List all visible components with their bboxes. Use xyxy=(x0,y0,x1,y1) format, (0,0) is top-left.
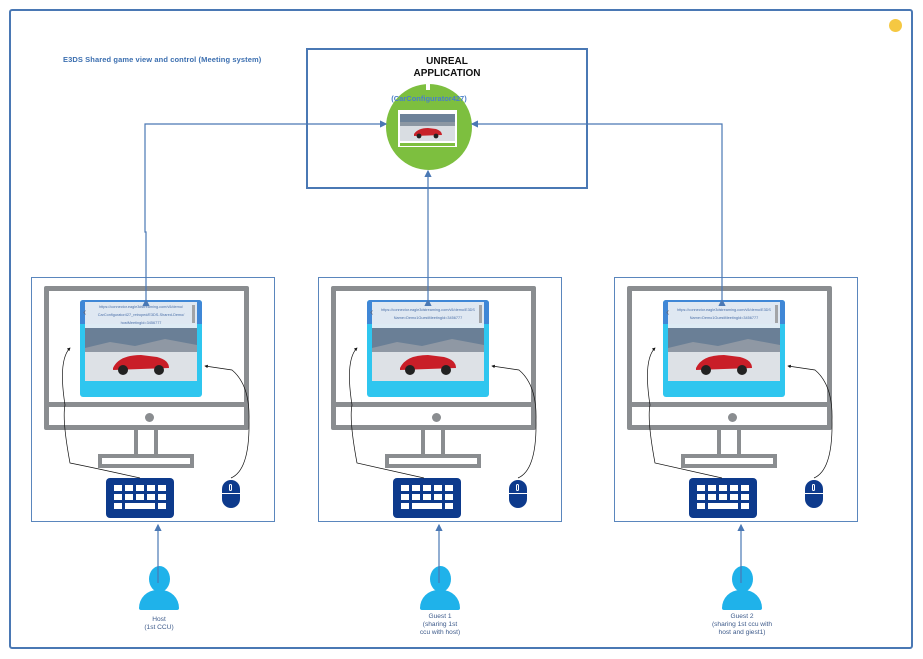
user-icon-host xyxy=(139,566,179,612)
monitor-stand xyxy=(421,430,445,456)
app-title-line2: APPLICATION xyxy=(413,68,481,79)
station-guest1: https://connector.eagle3dstreaming.com/v… xyxy=(318,277,562,522)
browser-url[interactable]: https://connector.eagle3dstreaming.com/v… xyxy=(97,305,185,325)
circle-notch xyxy=(426,82,430,90)
application-preview xyxy=(398,110,457,147)
browser-screen[interactable]: https://connector.eagle3dstreaming.com/v… xyxy=(80,300,202,397)
monitor-camera xyxy=(145,413,154,422)
monitor-stand xyxy=(134,430,158,456)
keyboard-icon xyxy=(106,478,174,518)
back-arrow-icon[interactable]: ‹ xyxy=(83,307,87,318)
app-title-line1: UNREAL xyxy=(426,56,468,67)
user-icon-guest1 xyxy=(420,566,460,612)
monitor-base xyxy=(681,454,777,468)
monitor-camera xyxy=(728,413,737,422)
unreal-application-title: UNREAL APPLICATION xyxy=(306,56,588,80)
mouse-icon xyxy=(222,480,240,508)
application-name: (CarConfigurator427) xyxy=(391,94,467,103)
monitor-base xyxy=(98,454,194,468)
station-host: https://connector.eagle3dstreaming.com/v… xyxy=(31,277,275,522)
monitor-camera xyxy=(432,413,441,422)
back-arrow-icon[interactable]: ‹ xyxy=(370,307,374,318)
scrollbar[interactable] xyxy=(775,305,778,323)
monitor-stand xyxy=(717,430,741,456)
car-stream-image[interactable] xyxy=(372,328,484,381)
scrollbar[interactable] xyxy=(192,305,195,323)
monitor-base xyxy=(385,454,481,468)
keyboard-icon xyxy=(393,478,461,518)
diagram-title: E3DS Shared game view and control (Meeti… xyxy=(63,55,262,64)
mouse-icon xyxy=(509,480,527,508)
browser-url[interactable]: https://connector.eagle3dstreaming.com/v… xyxy=(677,308,771,320)
diagram-frame xyxy=(9,9,913,649)
browser-screen[interactable]: https://connector.eagle3dstreaming.com/v… xyxy=(367,300,489,397)
user-label-guest2: Guest 2 (sharing 1st ccu with host and g… xyxy=(711,613,773,636)
preview-bar xyxy=(400,143,455,146)
browser-url[interactable]: https://connector.eagle3dstreaming.com/v… xyxy=(381,308,475,320)
scrollbar[interactable] xyxy=(479,305,482,323)
car-image xyxy=(400,114,455,141)
status-dot xyxy=(889,19,902,32)
station-guest2: https://connector.eagle3dstreaming.com/v… xyxy=(614,277,858,522)
user-icon-guest2 xyxy=(722,566,762,612)
car-stream-image[interactable] xyxy=(85,328,197,381)
user-label-guest1: Guest 1 (sharing 1st ccu with host) xyxy=(419,613,461,636)
back-arrow-icon[interactable]: ‹ xyxy=(666,307,670,318)
browser-screen[interactable]: https://connector.eagle3dstreaming.com/v… xyxy=(663,300,785,397)
mouse-icon xyxy=(805,480,823,508)
keyboard-icon xyxy=(689,478,757,518)
car-stream-image[interactable] xyxy=(668,328,780,381)
user-label-host: Host (1st CCU) xyxy=(144,616,174,631)
